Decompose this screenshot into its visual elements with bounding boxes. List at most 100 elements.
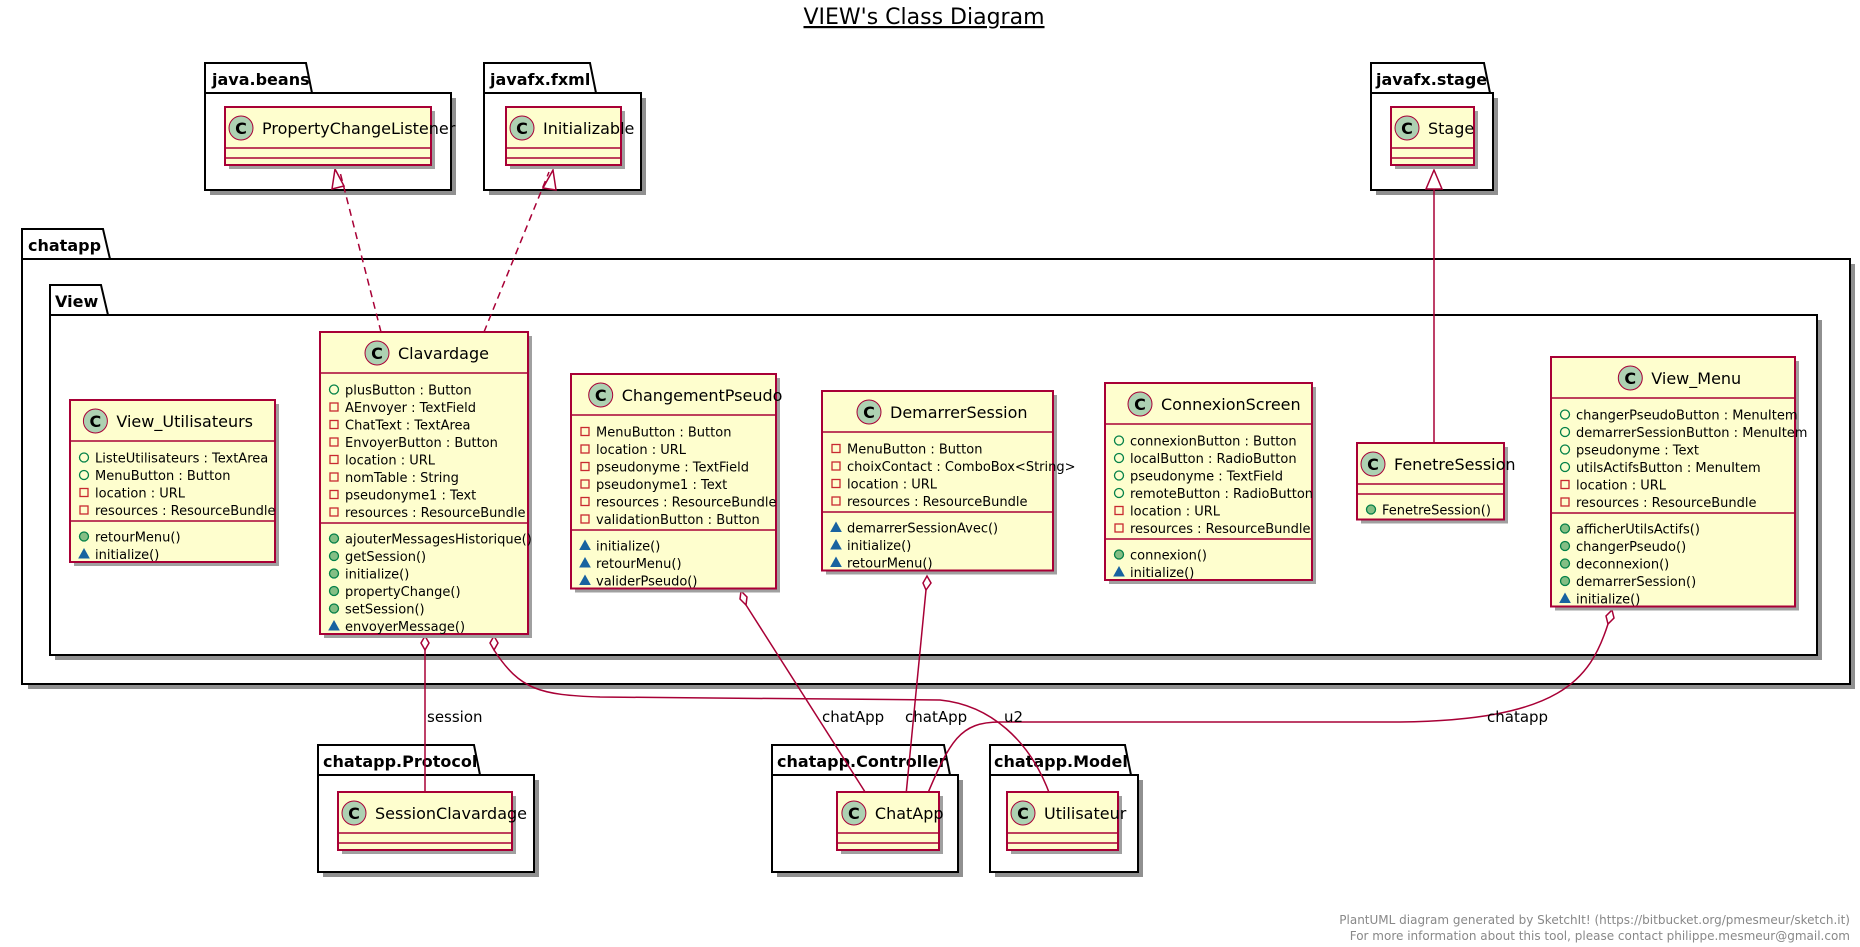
package-label: javafx.stage	[1375, 70, 1487, 89]
class-field: location : URL	[95, 487, 186, 502]
class-field: changerPseudoButton : MenuItem	[1576, 409, 1798, 424]
class-field: location : URL	[596, 443, 687, 458]
footer-line-1: PlantUML diagram generated by SketchIt! …	[1339, 913, 1850, 927]
aggregation-u2	[493, 649, 1051, 796]
package-visibility-icon	[830, 521, 842, 532]
class-initializable[interactable]: C Initializable	[505, 106, 634, 169]
class-stereotype-icon	[1127, 391, 1153, 417]
class-method: demarrerSession()	[1576, 575, 1696, 590]
private-visibility-icon	[1114, 523, 1124, 533]
class-method: setSession()	[345, 603, 425, 618]
private-visibility-icon	[831, 461, 841, 471]
class-stereotype-icon	[588, 382, 614, 408]
package-visibility-icon	[1113, 565, 1125, 577]
class-field: pseudonyme : TextField	[596, 461, 749, 476]
class-name: Initializable	[543, 119, 634, 138]
class-name: Clavardage	[398, 344, 489, 363]
class-name: ConnexionScreen	[1161, 395, 1301, 414]
aggregation-chatapp-changementpseudo	[745, 604, 868, 796]
private-visibility-icon	[831, 478, 841, 489]
class-field: plusButton : Button	[345, 384, 472, 399]
public-visibility-icon	[1559, 409, 1571, 420]
class-field: resources : ResourceBundle	[1130, 522, 1311, 537]
class-stereotype-letter: C	[1401, 119, 1413, 138]
aggregation-diamond	[1605, 608, 1615, 626]
class-stereotype-icon	[856, 399, 882, 425]
private-visibility-icon	[329, 402, 339, 412]
class-method: changerPseudo()	[1576, 540, 1686, 555]
private-visibility-icon	[580, 514, 590, 524]
class-field: EnvoyerButton : Button	[345, 436, 498, 451]
class-name: View_Utilisateurs	[116, 412, 253, 432]
package-visibility-icon	[328, 619, 340, 631]
class-method: getSession()	[345, 550, 426, 565]
class-method: afficherUtilsActifs()	[1576, 523, 1700, 538]
private-visibility-icon	[329, 489, 339, 500]
realization-propertychangelistener	[339, 171, 382, 333]
package-label: chatapp.Protocol	[323, 752, 477, 771]
class-field: pseudonyme : Text	[1576, 444, 1699, 459]
public-visibility-icon	[78, 531, 90, 542]
class-method: demarrerSessionAvec()	[847, 522, 998, 537]
class-field: resources : ResourceBundle	[1576, 496, 1757, 511]
private-visibility-icon	[329, 419, 339, 430]
private-visibility-icon	[580, 444, 590, 454]
class-method: retourMenu()	[847, 557, 933, 572]
class-field: demarrerSessionButton : MenuItem	[1576, 426, 1807, 441]
class-method: initialize()	[1576, 593, 1640, 608]
class-field: pseudonyme1 : Text	[596, 478, 727, 493]
public-visibility-icon	[1559, 461, 1571, 473]
public-visibility-icon	[1559, 558, 1571, 569]
aggregation-chatapp-demarrersession	[905, 589, 927, 796]
package-label: javafx.fxml	[489, 70, 590, 89]
class-stereotype-letter: C	[1367, 455, 1379, 474]
class-method: envoyerMessage()	[345, 620, 465, 635]
package-label: chatapp.Controller	[777, 752, 947, 771]
class-field: localButton : RadioButton	[1130, 452, 1297, 467]
class-stereotype-letter: C	[1624, 369, 1636, 388]
class-method: initialize()	[95, 548, 159, 563]
class-field: MenuButton : Button	[596, 426, 731, 441]
private-visibility-icon	[580, 461, 590, 472]
class-field: resources : ResourceBundle	[847, 495, 1028, 510]
package-visibility-icon	[579, 556, 591, 568]
class-method: initialize()	[345, 568, 409, 583]
class-field: location : URL	[1130, 505, 1221, 520]
relation-label-chatapp: chatApp	[905, 708, 967, 726]
class-field: ListeUtilisateurs : TextArea	[95, 452, 268, 467]
class-method: validerPseudo()	[596, 575, 697, 590]
class-field: pseudonyme1 : Text	[345, 489, 476, 504]
public-visibility-icon	[1559, 523, 1571, 534]
public-visibility-icon	[328, 603, 340, 614]
package-visibility-icon	[830, 556, 842, 567]
class-stereotype-letter: C	[848, 804, 860, 823]
class-field: choixContact : ComboBox<String>	[847, 460, 1076, 475]
private-visibility-icon	[329, 437, 339, 447]
class-field: connexionButton : Button	[1130, 435, 1297, 450]
class-field: remoteButton : RadioButton	[1130, 487, 1313, 502]
realization-initializable	[483, 171, 550, 333]
realization-arrowhead	[541, 167, 557, 191]
relation-label-u2: u2	[1004, 708, 1023, 726]
class-stereotype-letter: C	[595, 386, 607, 405]
class-field: utilsActifsButton : MenuItem	[1576, 461, 1761, 476]
class-field: resources : ResourceBundle	[345, 506, 526, 521]
package-visibility-icon	[1559, 592, 1571, 603]
class-stereotype-icon	[82, 408, 108, 434]
class-method: initialize()	[1130, 566, 1194, 581]
class-stereotype-letter: C	[516, 119, 528, 138]
class-field: ChatText : TextArea	[345, 419, 471, 434]
